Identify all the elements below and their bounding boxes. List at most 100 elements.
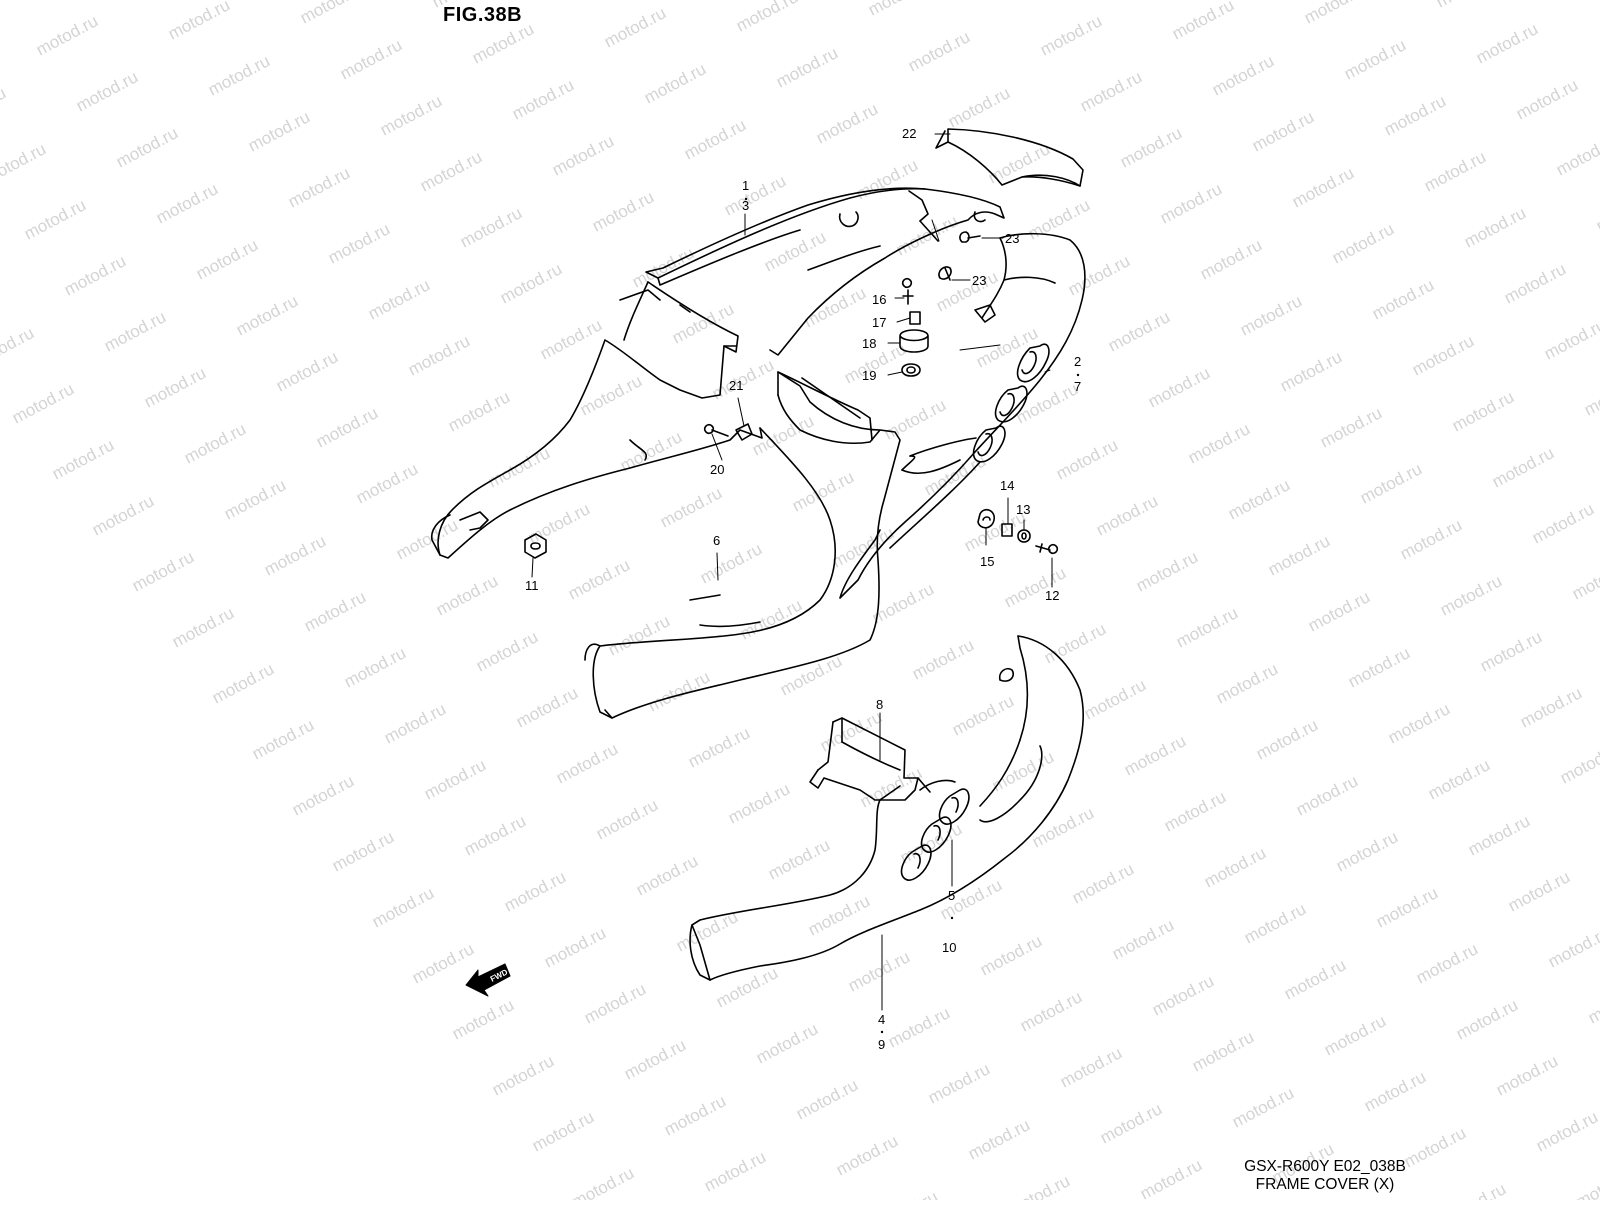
watermark-text: motod.ru bbox=[1317, 403, 1385, 451]
watermark-text: motod.ru bbox=[897, 819, 965, 867]
watermark-text: motod.ru bbox=[1077, 67, 1145, 115]
watermark-text: motod.ru bbox=[73, 67, 141, 115]
watermark-text: motod.ru bbox=[313, 403, 381, 451]
watermark-text: motod.ru bbox=[997, 0, 1065, 4]
watermark-text: motod.ru bbox=[1237, 291, 1305, 339]
watermark-text: motod.ru bbox=[1433, 0, 1501, 12]
watermark-text: motod.ru bbox=[601, 3, 669, 51]
watermark-text: motod.ru bbox=[285, 163, 353, 211]
watermark-text: motod.ru bbox=[1185, 419, 1253, 467]
watermark-text: motod.ru bbox=[721, 171, 789, 219]
watermark-text: motod.ru bbox=[793, 1075, 861, 1123]
watermark-text: motod.ru bbox=[569, 1163, 637, 1200]
watermark-text: motod.ru bbox=[297, 0, 365, 28]
watermark-text: motod.ru bbox=[581, 979, 649, 1027]
watermark-text: motod.ru bbox=[205, 51, 273, 99]
watermark-text: motod.ru bbox=[681, 115, 749, 163]
watermark-text: motod.ru bbox=[1213, 659, 1281, 707]
watermark-text: motod.ru bbox=[1305, 587, 1373, 635]
watermark-text: motod.ru bbox=[1593, 187, 1600, 235]
watermark-text: motod.ru bbox=[221, 475, 289, 523]
watermark-text: motod.ru bbox=[169, 603, 237, 651]
watermark-text: motod.ru bbox=[1361, 1067, 1429, 1115]
watermark-text: motod.ru bbox=[657, 483, 725, 531]
watermark-text: motod.ru bbox=[1341, 35, 1409, 83]
watermark-text: motod.ru bbox=[1545, 923, 1600, 971]
watermark-text: motod.ru bbox=[1145, 363, 1213, 411]
callout-18: 18 bbox=[862, 336, 876, 351]
figure-footer: GSX-R600Y E02_038B FRAME COVER (X) bbox=[1145, 1158, 1505, 1194]
watermark-text: motod.ru bbox=[1109, 915, 1177, 963]
callout-6: 6 bbox=[713, 533, 720, 548]
side-cover-lower-part-4 bbox=[689, 635, 1085, 981]
callout-1: 1 bbox=[742, 178, 749, 193]
watermark-text: motod.ru bbox=[1289, 163, 1357, 211]
callout-8: 8 bbox=[876, 697, 883, 712]
watermark-text: motod.ru bbox=[1529, 499, 1597, 547]
callout-23: 23 bbox=[1005, 231, 1019, 246]
watermark-text: motod.ru bbox=[1301, 0, 1369, 28]
watermark-text: motod.ru bbox=[497, 259, 565, 307]
watermark-text: motod.ru bbox=[249, 715, 317, 763]
watermark-text: motod.ru bbox=[641, 59, 709, 107]
watermark-text: motod.ru bbox=[1093, 491, 1161, 539]
watermark-text: motod.ru bbox=[1309, 1195, 1377, 1200]
callout-12: 12 bbox=[1045, 588, 1059, 603]
watermark-text: motod.ru bbox=[565, 555, 633, 603]
watermark-text: motod.ru bbox=[1277, 347, 1345, 395]
seat-cowl-cap-part-22 bbox=[935, 128, 1084, 187]
watermark-text: motod.ru bbox=[1553, 131, 1600, 179]
watermark-text: motod.ru bbox=[773, 43, 841, 91]
watermark-text: motod.ru bbox=[905, 27, 973, 75]
watermark-text: motod.ru bbox=[553, 739, 621, 787]
watermark-text: motod.ru bbox=[329, 827, 397, 875]
watermark-text: motod.ru bbox=[813, 99, 881, 147]
watermark-text: motod.ru bbox=[965, 1115, 1033, 1163]
callout-14: 14 bbox=[1000, 478, 1014, 493]
watermark-text: motod.ru bbox=[433, 571, 501, 619]
watermark-text: motod.ru bbox=[1345, 643, 1413, 691]
callout-9: 9 bbox=[878, 1037, 885, 1052]
watermark-text: motod.ru bbox=[765, 835, 833, 883]
watermark-text: motod.ru bbox=[21, 195, 89, 243]
watermark-text: motod.ru bbox=[701, 1147, 769, 1195]
watermark-text: motod.ru bbox=[1209, 51, 1277, 99]
watermark-text: motod.ru bbox=[1161, 787, 1229, 835]
watermark-text: motod.ru bbox=[245, 107, 313, 155]
watermark-text: motod.ru bbox=[325, 219, 393, 267]
watermark-text: motod.ru bbox=[1585, 979, 1600, 1027]
watermark-text: motod.ru bbox=[529, 1107, 597, 1155]
watermark-text: motod.ru bbox=[1293, 771, 1361, 819]
watermark-text: motod.ru bbox=[33, 11, 101, 59]
watermark-text: motod.ru bbox=[1201, 843, 1269, 891]
watermark-text: motod.ru bbox=[1081, 675, 1149, 723]
callout-2: 2 bbox=[1074, 354, 1081, 369]
watermark-text: motod.ru bbox=[589, 187, 657, 235]
watermark-text: motod.ru bbox=[605, 611, 673, 659]
watermark-text: motod.ru bbox=[1517, 683, 1585, 731]
watermark-text: motod.ru bbox=[273, 347, 341, 395]
watermark-text: motod.ru bbox=[1229, 1083, 1297, 1131]
watermark-text: motod.ru bbox=[0, 83, 9, 131]
watermark-text: motod.ru bbox=[1017, 987, 1085, 1035]
watermark-text: motod.ru bbox=[1241, 899, 1309, 947]
watermark-text: motod.ru bbox=[1037, 11, 1105, 59]
callout-20: 20 bbox=[710, 462, 724, 477]
watermark-text: motod.ru bbox=[1281, 955, 1349, 1003]
watermark-text: motod.ru bbox=[921, 451, 989, 499]
watermark-text: motod.ru bbox=[761, 227, 829, 275]
watermark-text: motod.ru bbox=[233, 291, 301, 339]
watermark-text: motod.ru bbox=[0, 139, 49, 187]
watermark-text: motod.ru bbox=[485, 443, 553, 491]
callout-10: 10 bbox=[942, 940, 956, 955]
watermark-text: motod.ru bbox=[885, 1003, 953, 1051]
watermark-text: motod.ru bbox=[1513, 75, 1581, 123]
watermark-text: motod.ru bbox=[377, 91, 445, 139]
watermark-text: motod.ru bbox=[1157, 179, 1225, 227]
watermark-text: motod.ru bbox=[833, 1131, 901, 1179]
leader-lines bbox=[531, 133, 1053, 1011]
watermark-text: motod.ru bbox=[1265, 531, 1333, 579]
watermark-text: motod.ru bbox=[129, 547, 197, 595]
